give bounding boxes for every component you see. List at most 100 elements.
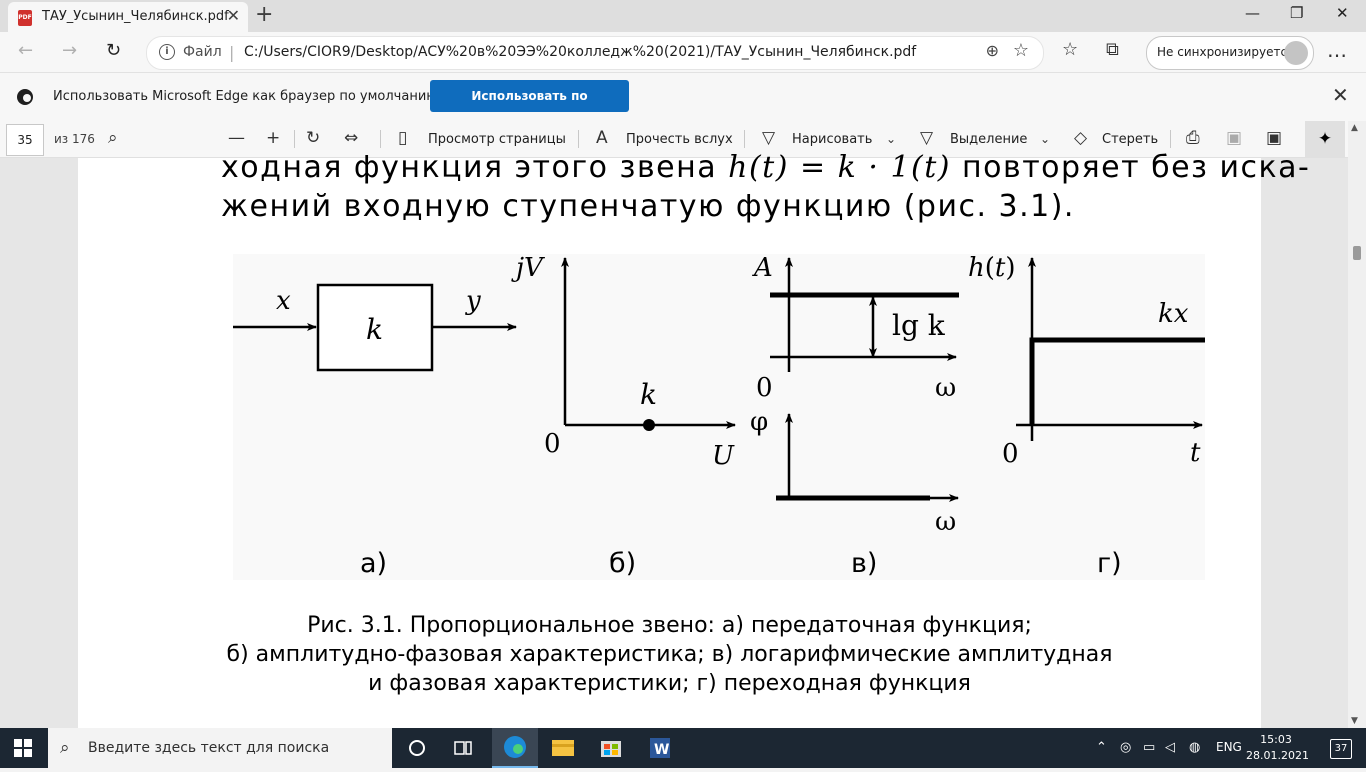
highlight-button[interactable]: Выделение <box>950 132 1028 147</box>
body-text-line-1: ходная функция этого звена h(t) = k · 1(… <box>221 150 1310 185</box>
task-view-icon[interactable] <box>440 728 486 768</box>
browser-tab[interactable]: PDF ТАУ_Усынин_Челябинск.pdf ✕ <box>8 2 248 32</box>
date: 28.01.2021 <box>1246 749 1309 762</box>
set-default-button[interactable]: Использовать по умолчанию <box>430 80 629 135</box>
gain-point <box>643 419 655 431</box>
divider <box>1170 130 1171 148</box>
caption-line-3: и фазовая характеристики; г) переходная … <box>368 671 971 696</box>
word-icon[interactable]: W <box>636 728 682 768</box>
clock[interactable]: 15:03 28.01.2021 <box>1246 732 1309 764</box>
divider <box>578 130 579 148</box>
notification-count-badge[interactable]: 37 <box>1330 739 1352 759</box>
panel-b-label: б) <box>609 548 636 579</box>
t-axis-label: t <box>1190 438 1201 468</box>
language-indicator[interactable]: ENG <box>1216 740 1242 754</box>
line1-formula: h(t) = k · 1(t) <box>728 150 951 185</box>
page-view-button[interactable]: Просмотр страницы <box>428 132 566 147</box>
omega-label-2: ω <box>935 507 956 537</box>
url-text[interactable]: C:/Users/CIOR9/Desktop/АСУ%20в%20ЭЭ%20ко… <box>244 44 917 60</box>
infobar-message: Использовать Microsoft Edge как браузер … <box>53 89 445 104</box>
chevron-down-icon[interactable]: ⌄ <box>1040 132 1051 146</box>
minimize-button[interactable]: — <box>1245 4 1260 22</box>
edge-logo-icon <box>17 89 33 105</box>
cortana-icon[interactable] <box>394 728 440 768</box>
u-axis-label: U <box>712 441 735 471</box>
battery-icon[interactable]: ▭ <box>1143 740 1156 755</box>
favorites-icon[interactable]: ☆ <box>1062 39 1079 60</box>
figure-3-1: x y k jV U 0 k A lg k 0 ω φ ω <box>233 253 1205 580</box>
store-icon[interactable] <box>588 728 634 768</box>
scroll-thumb[interactable] <box>1353 246 1361 260</box>
page-view-icon[interactable]: ▯ <box>398 128 408 148</box>
vertical-scrollbar[interactable]: ▲ ▼ <box>1348 121 1366 728</box>
add-favorite-icon[interactable]: ☆ <box>1012 40 1029 61</box>
refresh-icon[interactable]: ↻ <box>106 40 122 61</box>
more-menu-icon[interactable]: … <box>1327 38 1347 62</box>
step-origin-label: 0 <box>1002 439 1019 469</box>
chevron-down-icon[interactable]: ⌄ <box>886 132 897 146</box>
origin-label: 0 <box>544 429 561 459</box>
meet-now-icon[interactable]: ◎ <box>1120 740 1132 755</box>
url-separator: | <box>229 43 235 62</box>
edge-taskbar-icon[interactable] <box>492 728 538 768</box>
read-aloud-icon[interactable]: A <box>596 128 608 148</box>
page-total: из 176 <box>54 132 95 146</box>
info-icon[interactable]: i <box>159 44 175 60</box>
save-icon[interactable]: ▣ <box>1226 128 1243 148</box>
url-scheme: Файл <box>183 44 222 60</box>
panel-c-label: в) <box>851 548 877 579</box>
highlight-icon[interactable]: ▽ <box>920 128 934 148</box>
step-response-line <box>1029 337 1205 425</box>
save-as-icon[interactable]: ▣ <box>1266 128 1283 148</box>
level-label: kx <box>1158 299 1189 329</box>
rotate-icon[interactable]: ↻ <box>306 128 321 148</box>
collections-icon[interactable]: ⧉ <box>1106 39 1119 60</box>
taskbar: ⌕ Введите здесь текст для поиска W ⌃ ◎ ▭… <box>0 728 1366 768</box>
caption-line-2: б) амплитудно-фазовая характеристика; в)… <box>226 642 1113 667</box>
tab-close-icon[interactable]: ✕ <box>226 6 240 25</box>
draw-button[interactable]: Нарисовать <box>792 132 873 147</box>
show-hidden-icons-icon[interactable]: ⌃ <box>1096 740 1107 755</box>
zoom-in-icon[interactable]: + <box>266 128 281 148</box>
print-icon[interactable]: ⎙ <box>1186 128 1200 148</box>
file-explorer-icon[interactable] <box>540 728 586 768</box>
zoom-out-icon[interactable]: — <box>228 128 245 148</box>
network-icon[interactable]: ◍ <box>1189 740 1201 755</box>
phase-axis-label: φ <box>750 407 768 437</box>
new-tab-button[interactable]: + <box>255 2 274 27</box>
search-icon[interactable]: ⌕ <box>108 128 118 148</box>
volume-icon[interactable]: ◁ <box>1165 740 1175 755</box>
pin-toolbar-icon[interactable]: ✦ <box>1305 121 1345 157</box>
default-browser-infobar: Использовать Microsoft Edge как браузер … <box>0 72 1366 135</box>
close-window-button[interactable]: ✕ <box>1336 4 1349 22</box>
profile-button[interactable]: Не синхронизируется <box>1146 36 1314 70</box>
divider <box>744 130 745 148</box>
fit-page-icon[interactable]: ⇔ <box>344 128 359 148</box>
back-icon[interactable]: ← <box>18 40 34 61</box>
zoom-icon[interactable]: ⊕ <box>985 41 999 60</box>
caption-line-1: Рис. 3.1. Пропорциональное звено: а) пер… <box>307 613 1032 638</box>
eraser-icon[interactable]: ◇ <box>1074 128 1088 148</box>
scroll-up-icon[interactable]: ▲ <box>1351 123 1358 133</box>
address-toolbar: ← → ↻ i Файл | C:/Users/CIOR9/Desktop/АС… <box>0 32 1366 72</box>
restore-button[interactable]: ❐ <box>1290 4 1304 22</box>
tab-strip: PDF ТАУ_Усынин_Челябинск.pdf ✕ + — ❐ ✕ <box>0 0 1366 32</box>
draw-icon[interactable]: ▽ <box>762 128 776 148</box>
omega-label-1: ω <box>935 373 956 403</box>
page-number-input[interactable]: 35 <box>6 124 44 156</box>
address-field[interactable]: i Файл | C:/Users/CIOR9/Desktop/АСУ%20в%… <box>146 36 1044 70</box>
windows-start-icon[interactable] <box>14 739 32 757</box>
erase-button[interactable]: Стереть <box>1102 132 1159 147</box>
divider <box>380 130 381 148</box>
avatar <box>1284 41 1308 65</box>
panel-d-label: г) <box>1097 548 1122 579</box>
line1-pre: ходная функция этого звена <box>221 150 718 185</box>
amplitude-axis-label: A <box>752 253 773 283</box>
sync-status: Не синхронизируется <box>1157 45 1295 59</box>
forward-icon[interactable]: → <box>62 40 78 61</box>
scroll-down-icon[interactable]: ▼ <box>1351 716 1358 726</box>
read-aloud-button[interactable]: Прочесть вслух <box>626 132 733 147</box>
infobar-close-icon[interactable]: ✕ <box>1332 83 1349 107</box>
time: 15:03 <box>1260 733 1292 746</box>
taskbar-search[interactable]: ⌕ Введите здесь текст для поиска <box>48 728 392 768</box>
